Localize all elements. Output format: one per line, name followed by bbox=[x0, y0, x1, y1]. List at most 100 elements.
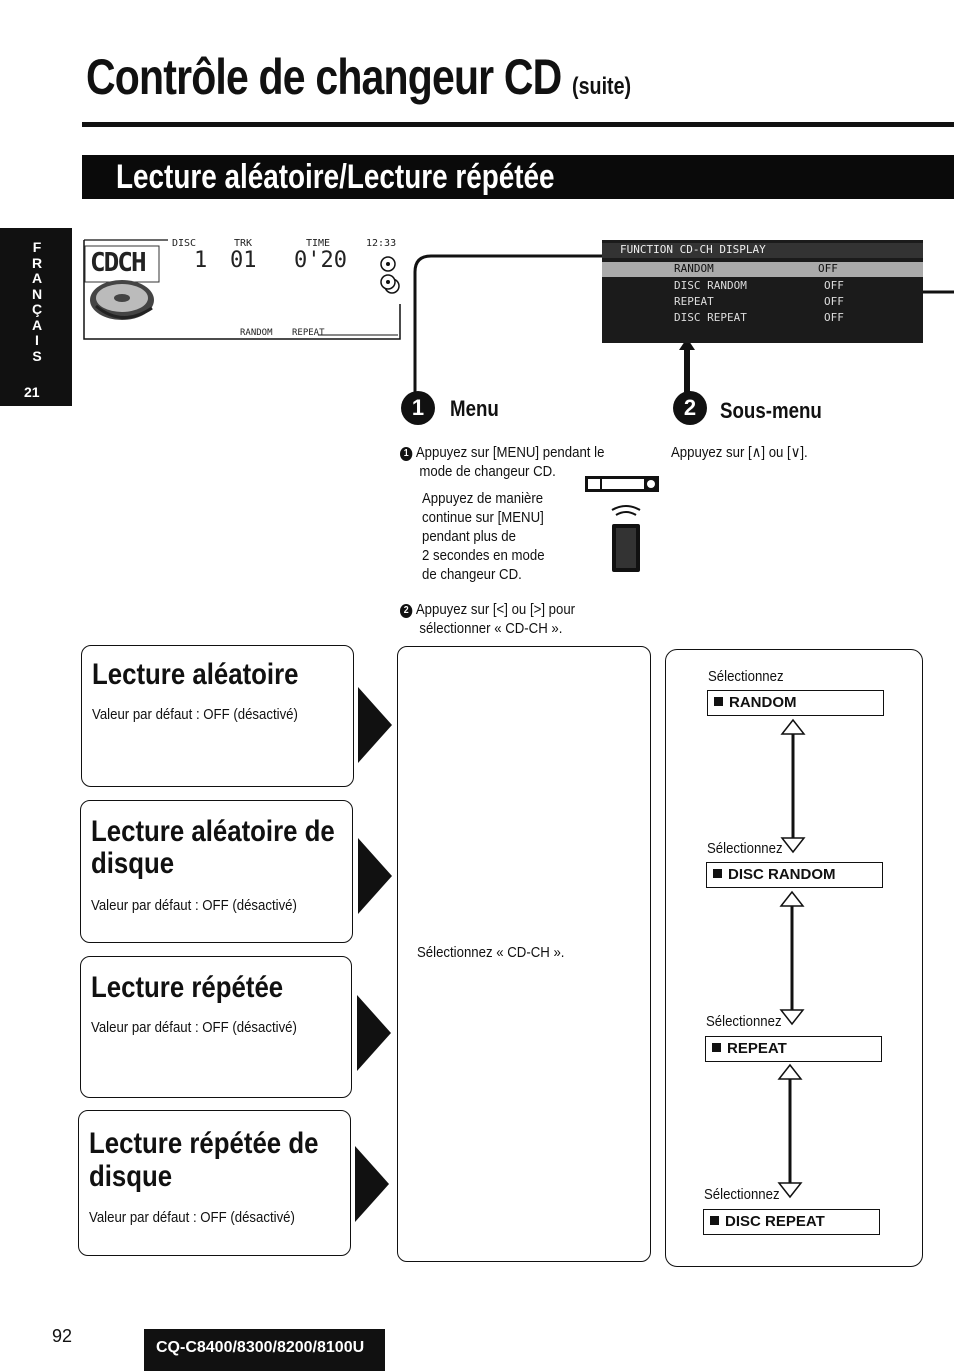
menu-row-label: RANDOM bbox=[674, 262, 714, 275]
step1-title: Menu bbox=[450, 396, 499, 421]
remote-control-icon bbox=[611, 505, 641, 572]
menu-row-value: OFF bbox=[824, 295, 844, 308]
selection-disc-repeat: DISC REPEAT bbox=[703, 1209, 880, 1235]
step1-line1a: Appuyez sur [MENU] pendant le bbox=[415, 444, 605, 461]
lcd-display: CDCH DISC 1 TRK 01 TIME 0'20 12:33 RANDO… bbox=[82, 236, 404, 341]
arrow-right-icon bbox=[358, 838, 392, 914]
mode-default: Valeur par défaut : OFF (désactivé) bbox=[92, 706, 298, 723]
arrow-right-icon bbox=[355, 1146, 389, 1222]
lcd-repeat: REPEAT bbox=[292, 328, 325, 338]
selection-value: DISC REPEAT bbox=[725, 1213, 825, 1230]
up-down-arrow-icon bbox=[780, 718, 806, 854]
lcd-mode: CDCH bbox=[90, 248, 147, 278]
menu-row-repeat: REPEAT OFF bbox=[602, 295, 923, 310]
lcd-track: 01 bbox=[230, 248, 257, 273]
page-number: 92 bbox=[52, 1326, 73, 1346]
model-number: CQ-C8400/8300/8200/8100U bbox=[144, 1329, 385, 1371]
language-tab: F R A N Ç A I S 21 bbox=[0, 228, 72, 406]
lcd-disc: 1 bbox=[194, 248, 208, 273]
menu-row-value: OFF bbox=[824, 279, 844, 292]
selection-label: Sélectionnez bbox=[707, 840, 783, 857]
lcd-time: 0'20 bbox=[294, 248, 347, 273]
selection-value: DISC RANDOM bbox=[728, 866, 836, 883]
head-unit-icon bbox=[585, 476, 659, 492]
selection-value: RANDOM bbox=[729, 694, 797, 711]
mode-default: Valeur par défaut : OFF (désactivé) bbox=[91, 897, 297, 914]
title-suffix: (suite) bbox=[572, 73, 632, 100]
menu-header: FUNCTION CD-CH DISPLAY bbox=[602, 243, 923, 258]
lcd-clock: 12:33 bbox=[366, 238, 397, 249]
selection-repeat: REPEAT bbox=[705, 1036, 882, 1062]
step1-alt1: Appuyez de manière bbox=[422, 490, 544, 507]
middle-box: Sélectionnez « CD-CH ». bbox=[397, 646, 651, 1262]
menu-screen: FUNCTION CD-CH DISPLAY RANDOM OFF DISC R… bbox=[602, 240, 923, 343]
step1-alt2: continue sur [MENU] bbox=[422, 509, 544, 526]
section-bar bbox=[82, 155, 954, 199]
step1-alt4: 2 secondes en mode bbox=[422, 547, 545, 564]
up-down-arrow-icon bbox=[777, 1063, 803, 1199]
mode-default: Valeur par défaut : OFF (désactivé) bbox=[91, 1019, 297, 1036]
up-down-arrow-icon bbox=[779, 890, 805, 1026]
disc-icon bbox=[90, 280, 154, 320]
menu-row-value: OFF bbox=[818, 262, 838, 275]
selection-label: Sélectionnez bbox=[708, 668, 784, 685]
step1-alternative: Appuyez de manière continue sur [MENU] p… bbox=[422, 489, 545, 584]
lcd-random: RANDOM bbox=[240, 328, 273, 338]
menu-row-random: RANDOM OFF bbox=[602, 262, 923, 277]
language-letters: F R A N Ç A I S bbox=[31, 239, 43, 364]
bullet-2: 2 bbox=[400, 604, 413, 618]
step1-line2b: sélectionner « CD-CH ». bbox=[419, 620, 563, 637]
mode-title: Lecture aléatoire de bbox=[91, 815, 335, 848]
lcd-track-label: TRK bbox=[234, 238, 253, 249]
mode-box-disc-random: Lecture aléatoire de disque Valeur par d… bbox=[80, 800, 353, 943]
step2-title: Sous-menu bbox=[720, 398, 822, 423]
lcd-disc-label: DISC bbox=[172, 238, 197, 249]
menu-row-label: DISC RANDOM bbox=[674, 279, 747, 292]
lcd-frame bbox=[83, 239, 401, 340]
middle-text: Sélectionnez « CD-CH ». bbox=[417, 944, 565, 961]
menu-row-label: DISC REPEAT bbox=[674, 311, 747, 324]
bullet-1: 1 bbox=[400, 447, 413, 461]
mode-default: Valeur par défaut : OFF (désactivé) bbox=[89, 1209, 295, 1226]
mode-title: Lecture aléatoire bbox=[92, 658, 299, 691]
title-rule bbox=[82, 122, 954, 127]
mode-box-repeat: Lecture répétée Valeur par défaut : OFF … bbox=[80, 956, 352, 1098]
selection-label: Sélectionnez bbox=[706, 1013, 782, 1030]
selection-value: REPEAT bbox=[727, 1040, 787, 1057]
arrow-right-icon bbox=[358, 687, 392, 763]
arrow-right-icon bbox=[357, 995, 391, 1071]
square-icon bbox=[710, 1216, 719, 1225]
lcd-time-label: TIME bbox=[306, 238, 331, 249]
selection-disc-random: DISC RANDOM bbox=[706, 862, 883, 888]
mode-box-disc-repeat: Lecture répétée de disque Valeur par déf… bbox=[78, 1110, 351, 1256]
menu-row-disc-random: DISC RANDOM OFF bbox=[602, 279, 923, 294]
mode-title-line2: disque bbox=[89, 1160, 173, 1193]
title-text: Contrôle de changeur CD bbox=[86, 49, 562, 105]
selection-label: Sélectionnez bbox=[704, 1186, 780, 1203]
square-icon bbox=[712, 1043, 721, 1052]
step1-alt5: de changeur CD. bbox=[422, 566, 522, 583]
menu-row-value: OFF bbox=[824, 311, 844, 324]
section-page-number: 21 bbox=[24, 384, 40, 400]
step1-line2a: Appuyez sur [<] ou [>] pour bbox=[415, 601, 576, 618]
step2-instruction: Appuyez sur [∧] ou [∨]. bbox=[671, 444, 808, 461]
menu-row-disc-repeat: DISC REPEAT OFF bbox=[602, 311, 923, 326]
step1-alt3: pendant plus de bbox=[422, 528, 516, 545]
square-icon bbox=[714, 697, 723, 706]
mode-title-line2: disque bbox=[91, 847, 175, 880]
square-icon bbox=[713, 869, 722, 878]
page-title: Contrôle de changeur CD (suite) bbox=[86, 48, 631, 106]
step1-number: 1 bbox=[401, 391, 435, 425]
mode-box-random: Lecture aléatoire Valeur par défaut : OF… bbox=[81, 645, 354, 787]
connector-lines bbox=[413, 254, 954, 394]
section-title: Lecture aléatoire/Lecture répétée bbox=[116, 158, 555, 196]
step1-line1b: mode de changeur CD. bbox=[419, 463, 556, 480]
selection-box bbox=[665, 649, 923, 1267]
mode-title: Lecture répétée de bbox=[89, 1127, 319, 1160]
menu-row-label: REPEAT bbox=[674, 295, 714, 308]
mode-title: Lecture répétée bbox=[91, 971, 284, 1004]
selection-random: RANDOM bbox=[707, 690, 884, 716]
step2-number: 2 bbox=[673, 391, 707, 425]
